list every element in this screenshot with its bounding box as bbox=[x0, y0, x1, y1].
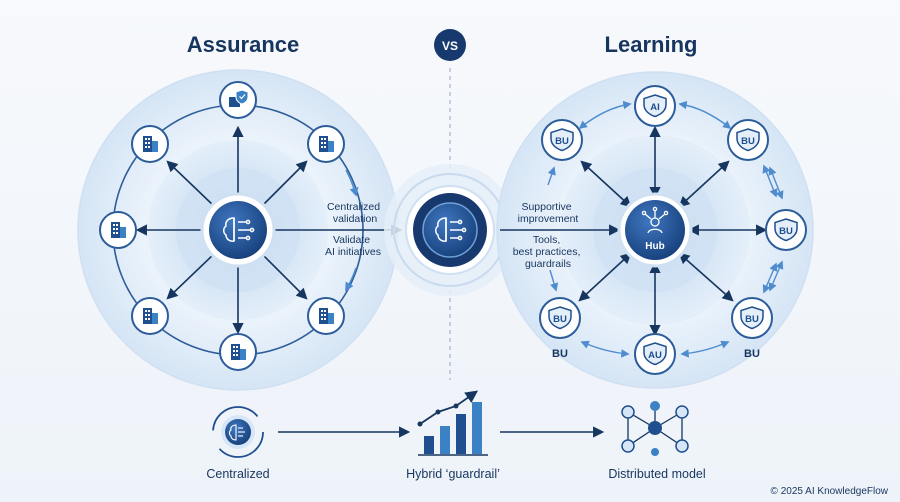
center-labels: Centralized validation Validate AI initi… bbox=[325, 201, 584, 270]
shield-icon bbox=[550, 128, 574, 152]
shield-icon bbox=[774, 218, 798, 242]
building-icon bbox=[143, 308, 158, 324]
center-hub bbox=[384, 68, 516, 380]
distributed-network-icon bbox=[621, 401, 689, 456]
assurance-title: Assurance bbox=[187, 32, 300, 57]
vs-badge: VS bbox=[434, 29, 466, 61]
node-ai: AI bbox=[634, 85, 676, 127]
building-icon bbox=[143, 136, 158, 152]
node-bu-bottom-right-label: BU bbox=[745, 314, 759, 325]
building-icon bbox=[319, 308, 334, 324]
shield-icon bbox=[643, 342, 667, 366]
shield-icon bbox=[736, 128, 760, 152]
centralized-cycle-icon bbox=[212, 406, 264, 458]
footer-hybrid-guardrail: Hybrid ‘guardrail’ bbox=[406, 467, 500, 481]
node-bu-top-left-label: BU bbox=[555, 136, 569, 147]
vs-label: VS bbox=[442, 39, 458, 53]
shield-icon bbox=[643, 94, 667, 118]
building-icon bbox=[111, 222, 126, 238]
copyright: © 2025 AI KnowledgeFlow bbox=[771, 486, 889, 497]
label-tools-guardrails: Tools, best practices, guardrails bbox=[513, 234, 584, 270]
node-bottom-right bbox=[307, 297, 345, 335]
node-bu-right: BU bbox=[765, 209, 807, 251]
node-bottom-left bbox=[131, 297, 169, 335]
footer-flow: Centralized Hybrid ‘guardrail’ Distribut… bbox=[206, 390, 706, 481]
node-au-label: AU bbox=[648, 350, 662, 361]
building-icon bbox=[231, 344, 246, 360]
footer-distributed-model: Distributed model bbox=[608, 467, 705, 481]
label-validate-ai: Validate AI initiatives bbox=[325, 234, 381, 258]
node-top-left bbox=[131, 125, 169, 163]
footer-centralized: Centralized bbox=[206, 467, 269, 481]
bu-caption-right: BU bbox=[744, 348, 760, 360]
learning-diagram: Hub AI BU BU BU BU BU AU BU BU bbox=[496, 71, 814, 389]
network-person-icon bbox=[641, 206, 669, 234]
bar-chart-growth-icon bbox=[417, 390, 488, 456]
assurance-diagram bbox=[77, 69, 403, 391]
node-bu-bottom-left-label: BU bbox=[553, 314, 567, 325]
bu-caption-left: BU bbox=[552, 348, 568, 360]
node-top bbox=[219, 81, 257, 119]
node-top-right bbox=[307, 125, 345, 163]
node-bu-top-left: BU bbox=[541, 119, 583, 161]
shield-icon bbox=[548, 306, 572, 330]
brain-circuit-icon bbox=[435, 217, 467, 242]
label-centralized-validation: Centralized validation bbox=[327, 201, 383, 225]
node-left bbox=[99, 211, 137, 249]
node-bu-bottom-left: BU bbox=[539, 297, 581, 339]
learning-title: Learning bbox=[605, 32, 698, 57]
hub-label: Hub bbox=[645, 241, 664, 252]
node-bu-bottom-right: BU bbox=[731, 297, 773, 339]
node-ai-label: AI bbox=[650, 102, 660, 113]
label-supportive-improvement: Supportive improvement bbox=[518, 201, 579, 225]
shield-building-icon bbox=[229, 89, 249, 107]
building-icon bbox=[319, 136, 334, 152]
node-bu-top-right-label: BU bbox=[741, 136, 755, 147]
node-au: AU bbox=[634, 333, 676, 375]
node-bottom bbox=[219, 333, 257, 371]
node-bu-right-label: BU bbox=[779, 226, 793, 237]
brain-circuit-icon bbox=[223, 217, 255, 242]
node-bu-top-right: BU bbox=[727, 119, 769, 161]
shield-icon bbox=[740, 306, 764, 330]
